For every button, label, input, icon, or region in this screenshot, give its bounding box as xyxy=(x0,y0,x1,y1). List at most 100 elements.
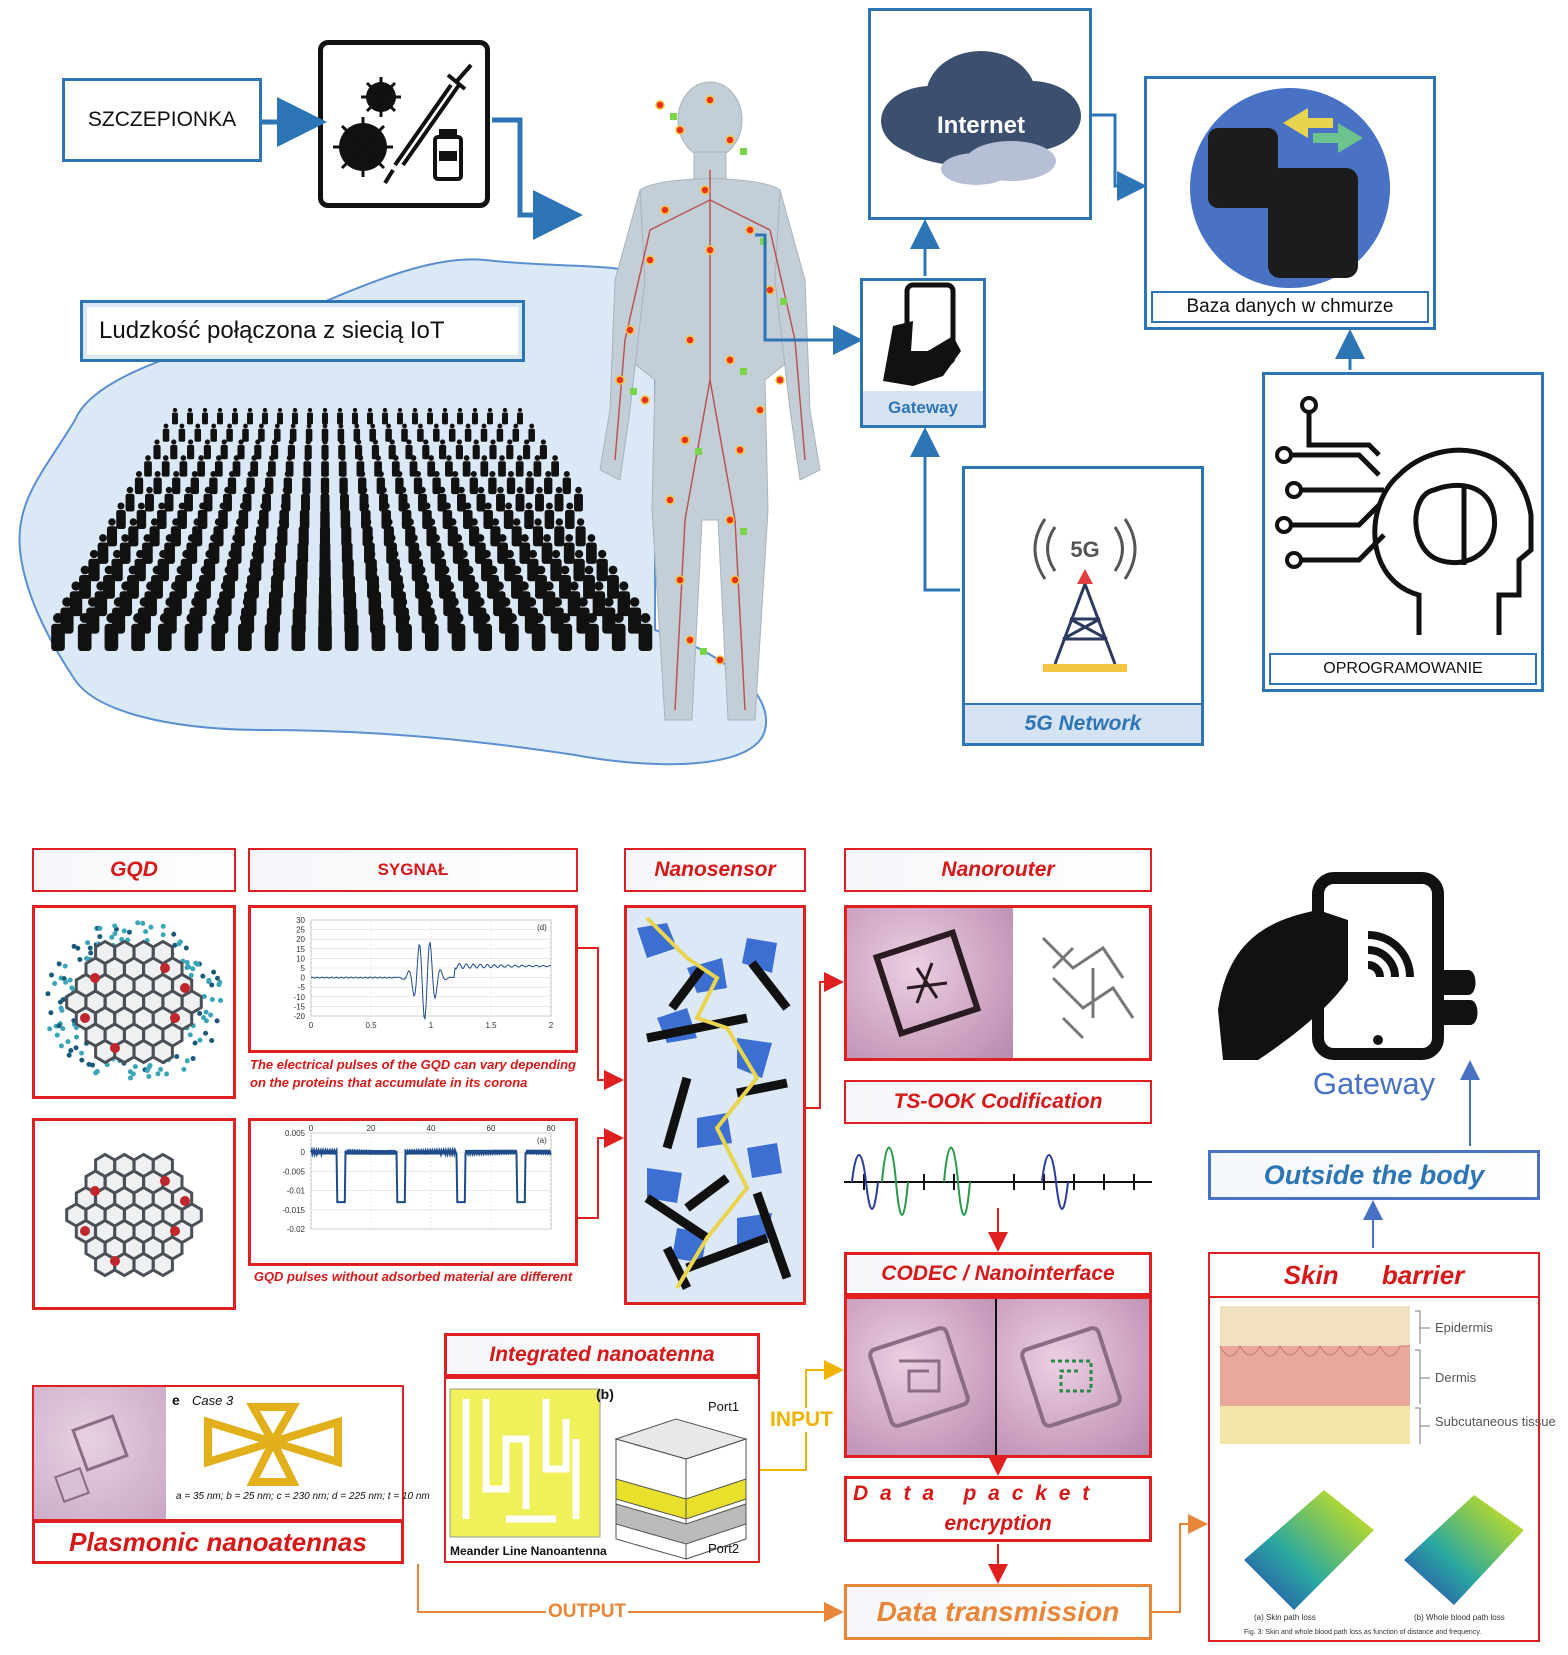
oxygen-atom xyxy=(160,1176,170,1186)
person-icon xyxy=(519,534,531,564)
person-icon xyxy=(432,470,441,495)
corona-atom xyxy=(164,1071,170,1077)
cloud-icon: Internet xyxy=(881,51,1081,185)
person-icon xyxy=(573,549,585,582)
y-tick-label: 20 xyxy=(296,935,305,944)
person-icon xyxy=(254,439,262,460)
sensor-square xyxy=(740,368,747,375)
person-icon xyxy=(496,486,505,512)
person-icon xyxy=(220,439,228,460)
corona-atom xyxy=(143,929,149,935)
tsook-waveform xyxy=(844,1146,1152,1216)
corona-atom xyxy=(132,1064,138,1070)
person-icon xyxy=(586,534,597,564)
graphene-quantum-dot-corona xyxy=(45,920,224,1081)
person-icon xyxy=(125,486,135,512)
corona-atom xyxy=(203,1018,209,1024)
sensor-square xyxy=(740,528,747,535)
tsook-title: TS-OOK Codification xyxy=(844,1080,1152,1124)
corona-atom xyxy=(112,923,118,929)
person-icon xyxy=(214,455,223,477)
person-icon xyxy=(478,612,493,652)
oxygen-atom xyxy=(170,1013,180,1023)
corona-atom xyxy=(183,945,189,951)
person-icon xyxy=(535,486,544,512)
person-icon xyxy=(515,455,524,477)
plasmonic-title: Plasmonic nanoatennas xyxy=(32,1520,404,1564)
database-box: Baza danych w chmurze xyxy=(1144,76,1436,330)
person-icon xyxy=(88,549,100,582)
x-tick-label: 60 xyxy=(487,1124,496,1133)
person-icon xyxy=(388,439,396,460)
gateway-label: Gateway xyxy=(863,391,983,425)
corona-atom xyxy=(181,1066,187,1072)
gateway-box: Gateway xyxy=(860,278,986,428)
person-icon xyxy=(208,534,220,564)
person-icon xyxy=(562,470,571,495)
corona-atom xyxy=(174,1054,180,1060)
data-transmission-title: Data transmission xyxy=(876,1596,1120,1627)
person-icon xyxy=(153,439,161,460)
nanorouter-image xyxy=(844,905,1152,1061)
person-icon xyxy=(528,423,535,442)
corona-atom xyxy=(192,1040,198,1046)
person-icon xyxy=(131,612,145,652)
5g-tower-icon: 5G xyxy=(1033,518,1137,672)
person-icon xyxy=(157,612,172,652)
nanosensor-image xyxy=(624,905,806,1305)
corona-atom xyxy=(197,1011,203,1017)
nanosensor-dot xyxy=(705,95,715,105)
port2-label: Port2 xyxy=(708,1541,739,1556)
person-icon xyxy=(554,518,565,547)
person-icon xyxy=(451,470,460,495)
person-icon xyxy=(238,612,252,652)
x-tick-label: 20 xyxy=(367,1124,376,1133)
person-icon xyxy=(554,486,564,512)
person-icon xyxy=(496,423,504,442)
person-icon xyxy=(462,455,471,477)
corona-atom xyxy=(190,966,196,972)
crowd-illustration xyxy=(51,407,653,652)
corona-atom xyxy=(49,972,55,978)
person-icon xyxy=(144,455,152,477)
nanosensor-dot xyxy=(665,495,675,505)
skin-barrier-title: Skin barrier xyxy=(1210,1254,1538,1298)
sensor-square xyxy=(700,648,707,655)
person-icon xyxy=(544,470,553,495)
nanosensor-dot xyxy=(675,125,685,135)
oxygen-atom xyxy=(90,1186,100,1196)
person-icon xyxy=(472,407,478,425)
person-icon xyxy=(289,423,297,442)
y-tick-label: 15 xyxy=(296,945,305,954)
nanosensor-dot xyxy=(680,435,690,445)
encryption-line-1: D a t a p a c k e t xyxy=(853,1482,1093,1505)
corona-atom xyxy=(71,943,77,949)
person-icon xyxy=(145,486,154,512)
oxygen-atom xyxy=(160,963,170,973)
vaccine-label: SZCZEPIONKA xyxy=(87,108,237,131)
skin-layer-dermis: Dermis xyxy=(1435,1370,1477,1385)
nanosensor-dot xyxy=(685,335,695,345)
person-icon xyxy=(177,502,187,529)
x-tick-label: 1.5 xyxy=(485,1021,497,1030)
corona-atom xyxy=(160,932,166,938)
corona-atom xyxy=(193,960,199,966)
person-icon xyxy=(469,470,478,495)
corona-atom xyxy=(56,1023,62,1029)
x-tick-label: 0.5 xyxy=(365,1021,377,1030)
person-icon xyxy=(506,470,516,495)
y-tick-label: -5 xyxy=(298,983,306,992)
person-icon xyxy=(412,407,418,425)
nanosensor-dot xyxy=(745,225,755,235)
y-tick-label: 10 xyxy=(296,954,305,963)
nanosensor-dot xyxy=(755,405,765,415)
person-icon xyxy=(592,581,606,617)
sensor-square xyxy=(670,113,677,120)
person-icon xyxy=(104,612,119,652)
person-icon xyxy=(442,502,453,529)
skin-layers-diagram: Epidermis Dermis Subcutaneous tissue xyxy=(1219,1306,1556,1444)
corona-atom xyxy=(97,934,103,940)
person-icon xyxy=(527,549,539,582)
person-icon xyxy=(161,455,170,477)
